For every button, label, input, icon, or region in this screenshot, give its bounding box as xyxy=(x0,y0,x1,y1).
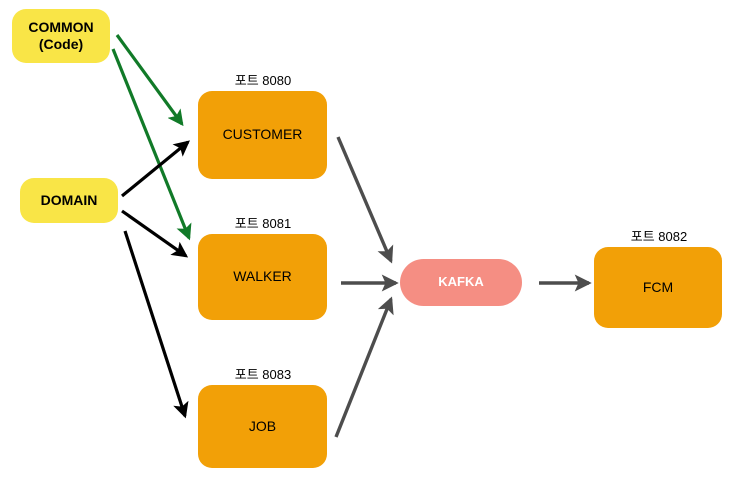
edge-domain-to-walker xyxy=(121,209,189,258)
node-common[interactable]: COMMON (Code) xyxy=(12,9,110,63)
node-walker-label: WALKER xyxy=(233,268,292,285)
node-fcm[interactable]: FCM xyxy=(594,247,722,328)
node-kafka[interactable]: KAFKA xyxy=(400,259,522,306)
edge-domain-to-customer xyxy=(120,140,190,198)
node-common-sublabel: (Code) xyxy=(38,36,84,52)
port-label-customer: 포트 8080 xyxy=(200,70,326,89)
node-customer[interactable]: CUSTOMER xyxy=(198,91,327,179)
port-label-walker: 포트 8081 xyxy=(200,213,326,232)
node-domain-label: DOMAIN xyxy=(40,191,98,208)
node-domain[interactable]: DOMAIN xyxy=(20,178,118,223)
node-common-label: COMMON xyxy=(28,18,94,35)
port-label-job: 포트 8083 xyxy=(200,364,326,383)
port-label-walker-text: 포트 8081 xyxy=(234,216,292,231)
port-label-customer-text: 포트 8080 xyxy=(234,73,292,88)
node-job-label: JOB xyxy=(248,417,277,434)
port-label-job-text: 포트 8083 xyxy=(234,367,292,382)
port-label-fcm: 포트 8082 xyxy=(596,226,722,245)
edge-customer-to-kafka xyxy=(336,136,394,264)
node-job[interactable]: JOB xyxy=(198,385,327,468)
edge-domain-to-job xyxy=(123,230,189,419)
edge-common-to-walker xyxy=(111,48,192,241)
node-customer-label: CUSTOMER xyxy=(222,126,303,143)
port-label-fcm-text: 포트 8082 xyxy=(630,229,688,244)
edge-common-to-customer xyxy=(115,34,184,127)
node-walker[interactable]: WALKER xyxy=(198,234,327,320)
edge-job-to-kafka xyxy=(334,296,394,438)
node-kafka-label: KAFKA xyxy=(438,274,484,290)
node-fcm-label: FCM xyxy=(642,278,674,295)
